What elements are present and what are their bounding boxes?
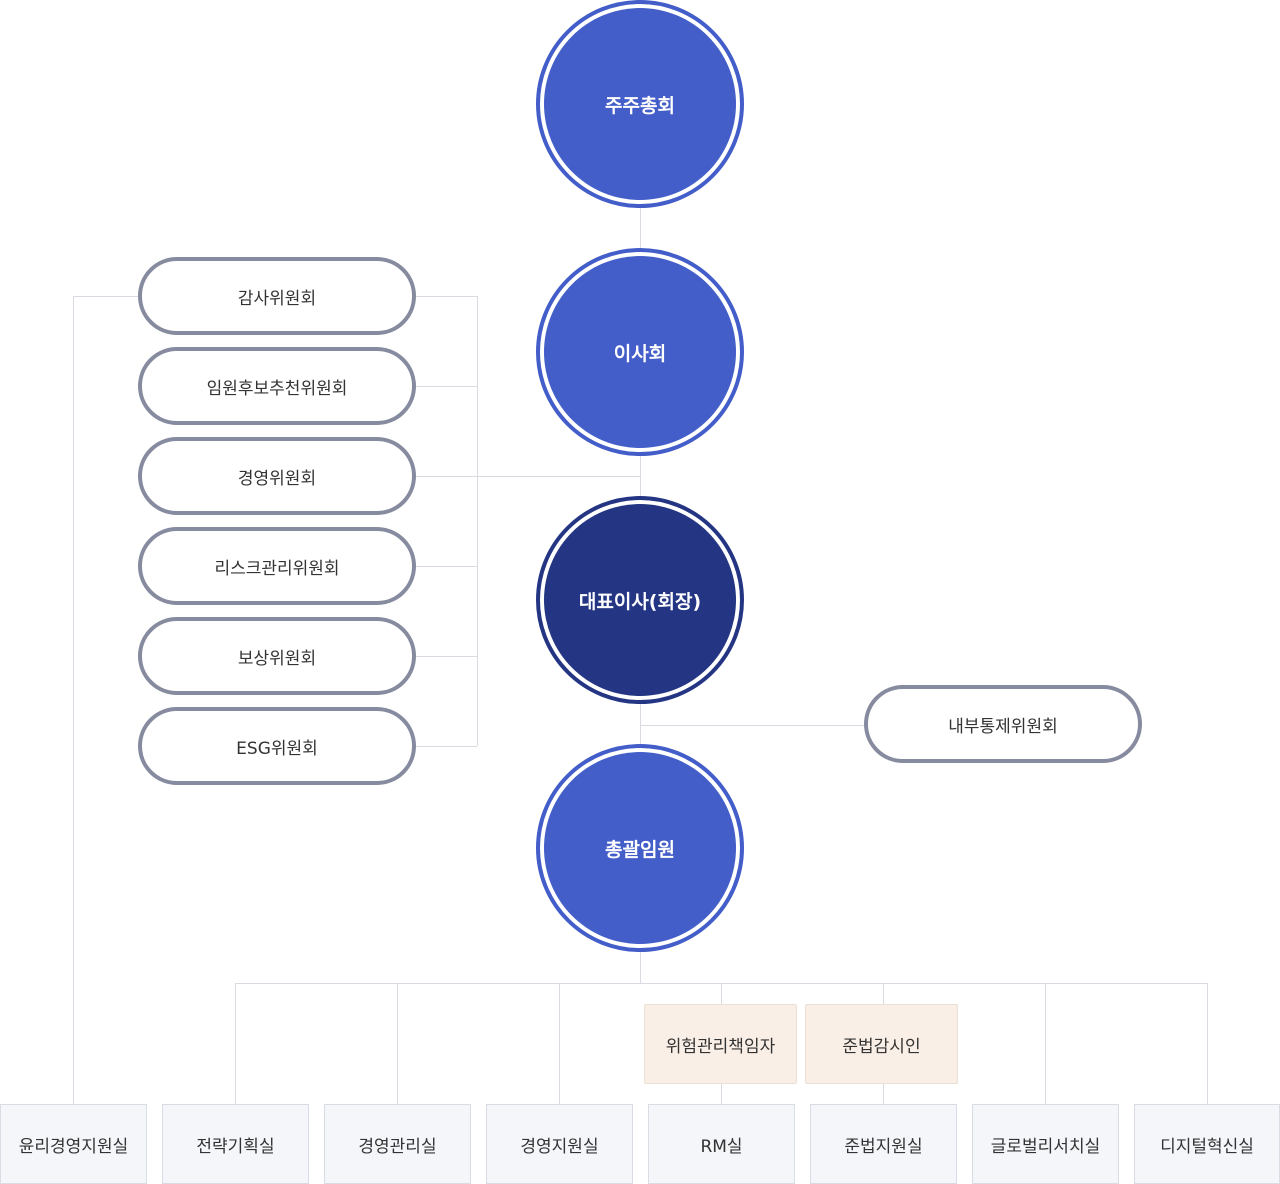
officer-risk-manager: 위험관리책임자 — [644, 1004, 797, 1084]
committee-compensation: 보상위원회 — [138, 617, 416, 695]
ceo-label: 대표이사(회장) — [544, 504, 736, 696]
committee-nomination: 임원후보추천위원회 — [138, 347, 416, 425]
ceo-node: 대표이사(회장) — [536, 496, 744, 704]
committee-audit: 감사위원회 — [138, 257, 416, 335]
dept-support: 경영지원실 — [486, 1104, 633, 1184]
board-node: 이사회 — [536, 248, 744, 456]
board-label: 이사회 — [544, 256, 736, 448]
executives-node: 총괄임원 — [536, 744, 744, 952]
committee-management: 경영위원회 — [138, 437, 416, 515]
dept-strategy: 전략기획실 — [162, 1104, 309, 1184]
shareholders-meeting-node: 주주총회 — [536, 0, 744, 208]
dept-global-research: 글로벌리서치실 — [972, 1104, 1119, 1184]
dept-digital-innovation: 디지털혁신실 — [1134, 1104, 1280, 1184]
dept-rm: RM실 — [648, 1104, 795, 1184]
dept-management: 경영관리실 — [324, 1104, 471, 1184]
dept-ethics: 윤리경영지원실 — [0, 1104, 147, 1184]
committee-risk: 리스크관리위원회 — [138, 527, 416, 605]
internal-control-committee: 내부통제위원회 — [864, 685, 1142, 763]
committee-esg: ESG위원회 — [138, 707, 416, 785]
shareholders-meeting-label: 주주총회 — [544, 8, 736, 200]
executives-label: 총괄임원 — [544, 752, 736, 944]
officer-compliance: 준법감시인 — [805, 1004, 958, 1084]
dept-compliance-support: 준법지원실 — [810, 1104, 957, 1184]
